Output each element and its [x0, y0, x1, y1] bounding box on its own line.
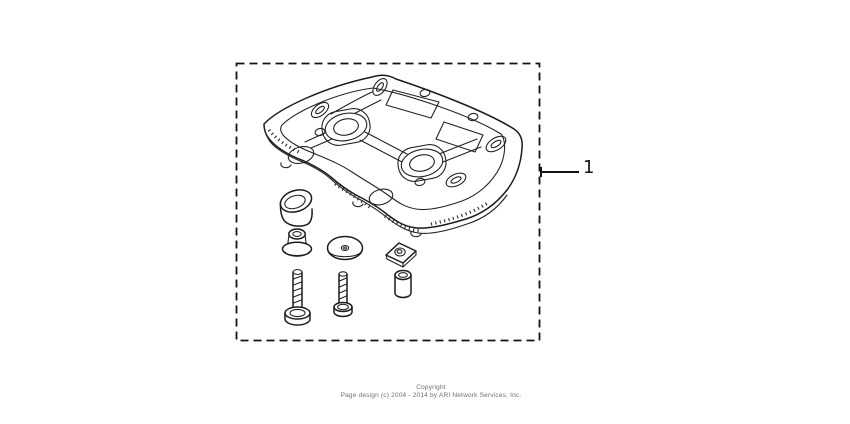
plate-foot-pad	[287, 146, 315, 164]
plate-foot	[280, 162, 292, 169]
plate-inner-panel	[280, 87, 506, 211]
plate-thickness-edge	[263, 125, 508, 234]
short-bolt-drawing	[333, 271, 353, 318]
plate-slots	[310, 78, 507, 188]
leader-line	[541, 171, 579, 173]
plate-foot	[410, 231, 422, 238]
copyright-line1: Copyright	[416, 384, 446, 391]
plate-hole	[419, 88, 431, 98]
plate-hole	[467, 112, 479, 122]
diagram-bounding-box	[235, 62, 541, 342]
copyright-line2: Page design (c) 2004 - 2014 by ARI Netwo…	[340, 391, 522, 399]
rim-hatching	[267, 128, 302, 155]
flanged-bushing-drawing	[281, 228, 313, 257]
rim-hatching	[384, 214, 422, 233]
rim-hatching	[430, 200, 490, 226]
base-plate-drawing	[263, 74, 523, 238]
part-callout-1[interactable]: 1	[583, 157, 595, 178]
plate-foot-pad	[368, 188, 394, 206]
parts-illustration	[235, 62, 541, 342]
plate-hole	[314, 127, 326, 137]
plate-boss-left	[321, 108, 371, 146]
rubber-cap-drawing	[279, 189, 313, 227]
washer-drawing	[326, 235, 364, 261]
plate-hole	[414, 177, 426, 187]
rib-channels	[304, 89, 484, 163]
spacer-drawing	[394, 269, 412, 299]
square-nut-drawing	[385, 242, 417, 268]
footer-copyright: Copyright Page design (c) 2004 - 2014 by…	[306, 384, 556, 399]
dashed-border	[235, 62, 541, 342]
plate-foot	[352, 201, 364, 208]
long-bolt-drawing	[284, 269, 311, 326]
